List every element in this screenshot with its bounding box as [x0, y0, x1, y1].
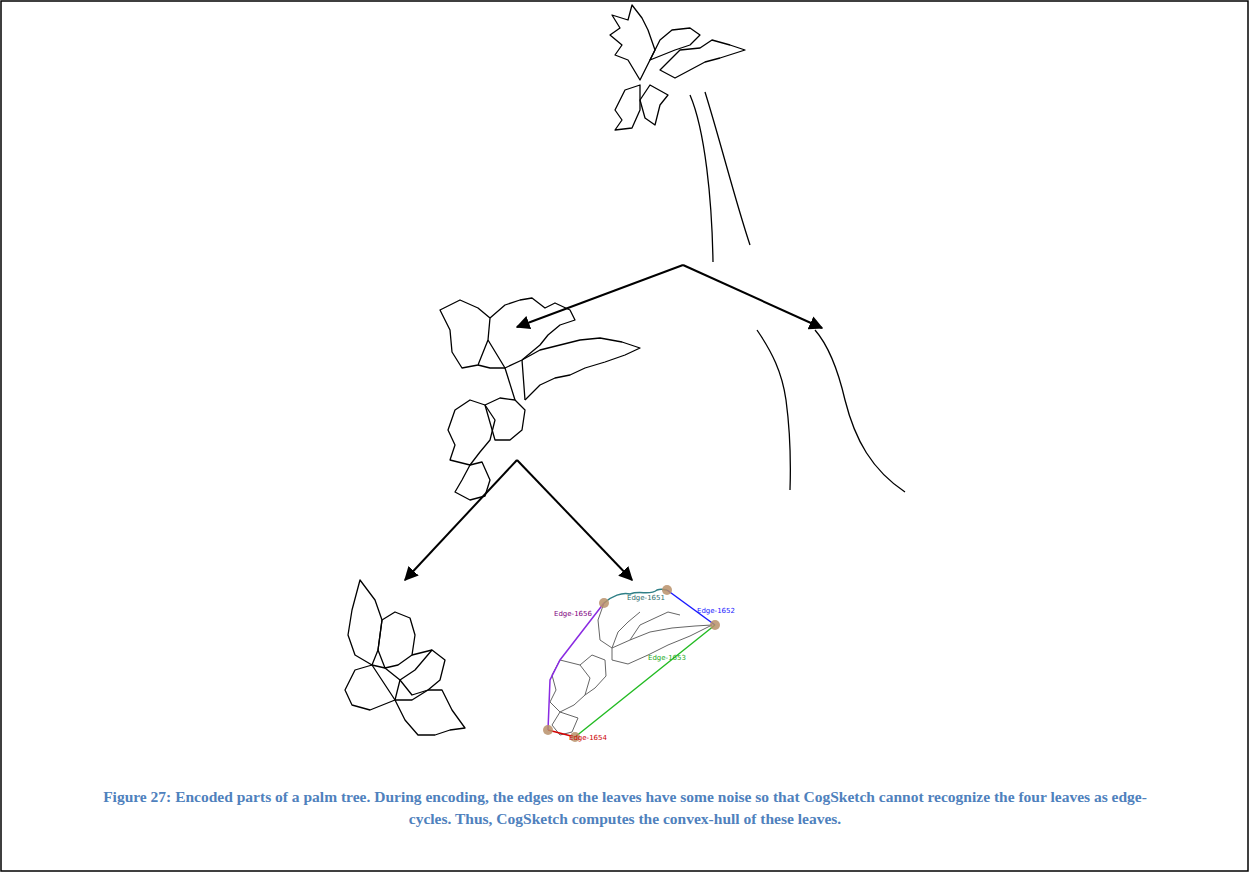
leaf-stroke: [378, 612, 415, 668]
edge-label: Edge-1653: [648, 654, 686, 662]
leaf-stroke: [615, 85, 640, 130]
leaf-stroke: [400, 650, 445, 695]
hull-vertex: [662, 585, 672, 595]
trunk-stroke: [815, 330, 905, 492]
leaf-stroke: [348, 580, 382, 665]
edge-label: Edge-1656: [554, 610, 592, 618]
edge-label: Edge-1651: [627, 594, 665, 602]
split-arrow: [517, 265, 683, 327]
segment-stroke: [372, 650, 432, 700]
leaf-stroke: [660, 40, 745, 78]
palm-tree-sketch: [610, 5, 750, 262]
leaf-stroke: [610, 5, 655, 80]
hull-edge: [604, 589, 667, 603]
leaf-stroke: [612, 625, 712, 664]
hull-vertices: [543, 585, 720, 742]
leaf-stroke: [522, 338, 640, 400]
segmented-leaves-sketch: [345, 580, 465, 735]
trunk-sketch: [757, 330, 905, 492]
hull-vertex: [543, 725, 553, 735]
figure-caption: Figure 27: Encoded parts of a palm tree.…: [85, 786, 1165, 830]
segment-stroke: [478, 360, 525, 400]
hull-inner-leaves: [550, 603, 712, 735]
leaf-stroke: [448, 400, 495, 465]
leaf-stroke: [485, 398, 525, 440]
leaves-sketch: [440, 298, 640, 500]
leaf-stroke: [488, 298, 575, 368]
leaf-stroke: [640, 85, 668, 125]
split-arrow: [405, 460, 517, 580]
split-arrow: [517, 460, 632, 580]
leaf-stroke: [440, 300, 490, 368]
trunk-stroke: [757, 330, 790, 490]
trunk-stroke: [690, 95, 713, 262]
trunk-stroke: [705, 92, 750, 245]
hull-edge: [548, 603, 604, 730]
edge-label: Edge-1654: [569, 734, 607, 742]
hull-vertex: [710, 620, 720, 630]
leaf-stroke: [630, 612, 680, 640]
leaf-stroke: [580, 655, 606, 695]
leaf-stroke: [395, 690, 465, 735]
leaf-stroke: [598, 603, 640, 648]
hull-vertex: [599, 598, 609, 608]
hull-edge: [575, 625, 715, 737]
split-arrow: [683, 265, 822, 328]
convex-hull: [548, 589, 715, 737]
edge-label: Edge-1652: [697, 607, 735, 615]
leaf-stroke: [455, 462, 490, 500]
leaf-stroke: [345, 665, 400, 710]
split-arrows: [405, 265, 822, 580]
